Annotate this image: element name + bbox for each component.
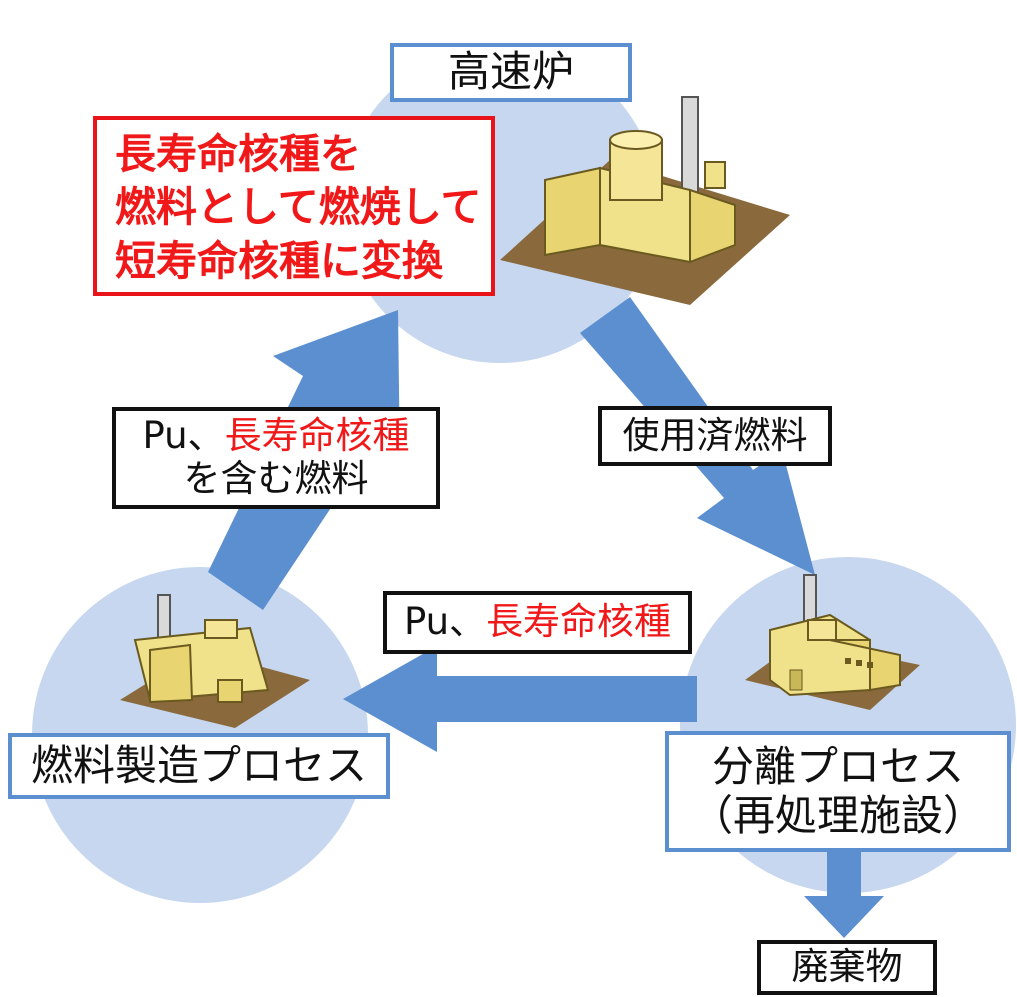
note-line-1: 長寿命核種を bbox=[115, 130, 361, 178]
waste-text: 廃棄物 bbox=[791, 945, 903, 989]
fuel-fabrication-label: 燃料製造プロセス bbox=[8, 733, 390, 799]
waste-label: 廃棄物 bbox=[757, 940, 937, 995]
separation-to-fuel-prefix: Pu、 bbox=[403, 600, 487, 644]
note-line-2: 燃料として燃焼して bbox=[115, 183, 482, 232]
reactor-building-icon bbox=[500, 96, 790, 305]
separation-text-line1: 分離プロセス bbox=[711, 742, 964, 792]
spent-fuel-text: 使用済燃料 bbox=[622, 413, 808, 457]
fuel-to-reactor-line2: を含む燃料 bbox=[183, 457, 369, 500]
arrow-separation-to-waste bbox=[804, 850, 884, 938]
arrow-separation-to-fuel bbox=[343, 646, 697, 752]
reprocessing-plant-icon bbox=[745, 574, 920, 710]
separation-to-fuel-line: Pu、長寿命核種 bbox=[403, 600, 672, 644]
separation-to-fuel-label: Pu、長寿命核種 bbox=[383, 591, 692, 654]
fuel-to-reactor-line1: Pu、長寿命核種 bbox=[142, 415, 409, 458]
separation-text-line2: （再処理施設） bbox=[690, 790, 985, 840]
note-line-3: 短寿命核種に変換 bbox=[115, 236, 443, 285]
fast-reactor-text: 高速炉 bbox=[447, 47, 574, 97]
fuel-to-reactor-label: Pu、長寿命核種 を含む燃料 bbox=[112, 407, 440, 509]
fuel-fabrication-text: 燃料製造プロセス bbox=[30, 740, 367, 790]
transmutation-note: 長寿命核種を 燃料として燃焼して 短寿命核種に変換 bbox=[93, 116, 495, 296]
separation-label: 分離プロセス （再処理施設） bbox=[665, 731, 1011, 852]
spent-fuel-label: 使用済燃料 bbox=[598, 406, 832, 466]
separation-to-fuel-highlight: 長寿命核種 bbox=[486, 600, 672, 644]
fast-reactor-label: 高速炉 bbox=[390, 43, 632, 102]
fuel-to-reactor-highlight: 長寿命核種 bbox=[224, 414, 410, 458]
fuel-to-reactor-prefix: Pu、 bbox=[142, 414, 225, 458]
factory-building-icon bbox=[120, 594, 310, 728]
